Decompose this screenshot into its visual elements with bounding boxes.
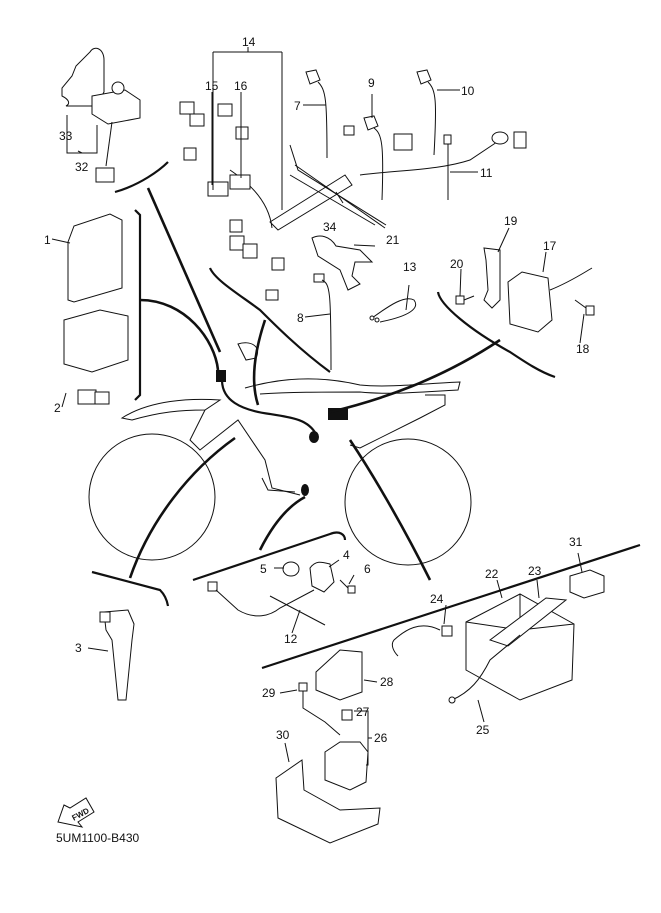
callout-24: 24 <box>430 592 444 606</box>
callout-28: 28 <box>380 675 394 689</box>
part-34-tube <box>289 174 376 226</box>
front-wheel <box>344 438 472 566</box>
callout-23: 23 <box>528 564 542 578</box>
part-20-bolt <box>455 295 475 305</box>
callout-22: 22 <box>485 567 499 581</box>
callout-26: 26 <box>374 731 388 745</box>
callout-20: 20 <box>450 257 464 271</box>
callout-30: 30 <box>276 728 290 742</box>
part-13-lead-wire <box>369 298 416 323</box>
part-5-o-ring <box>282 561 300 577</box>
part-29-bolt <box>298 682 341 736</box>
part-10-cable-tie <box>416 69 437 156</box>
part-24-lead <box>391 625 453 657</box>
part-19-bracket <box>483 247 501 309</box>
part-11-cable-tie <box>359 131 527 200</box>
part-30-cover <box>275 759 381 844</box>
main-harness <box>220 379 317 435</box>
callout-9: 9 <box>368 76 375 90</box>
fwd-arrow: FWD <box>57 797 95 828</box>
callout-21: 21 <box>386 233 400 247</box>
callout-10: 10 <box>461 84 475 98</box>
part-25-lead <box>448 634 521 704</box>
part-8-cable-tie <box>313 273 332 371</box>
connector-blob <box>301 484 309 496</box>
part-26-starter-relay <box>324 741 369 791</box>
callout-3: 3 <box>75 641 82 655</box>
group-brackets <box>91 161 641 670</box>
part-18-bolt <box>574 299 595 316</box>
part-1-cover <box>67 213 123 303</box>
rear-fender <box>120 398 222 421</box>
callout-27: 27 <box>356 705 370 719</box>
part-2-cdi-unit <box>63 309 129 405</box>
callout-25: 25 <box>476 723 490 737</box>
callout-12: 12 <box>284 632 298 646</box>
black-component-a <box>216 370 226 382</box>
seat-tank <box>244 378 461 395</box>
callout-6: 6 <box>364 562 371 576</box>
part-17-rectifier-regulator <box>507 267 593 333</box>
callout-5: 5 <box>260 562 267 576</box>
part-7-cable-tie <box>305 69 328 159</box>
callout-15: 15 <box>205 79 219 93</box>
diagram-code: 5UM1100-B430 <box>56 831 139 845</box>
part-33-bracket <box>61 47 105 107</box>
callout-33: 33 <box>59 129 73 143</box>
part-31-connector <box>569 569 605 599</box>
callout-labels: 14 15 16 33 32 7 9 10 11 34 21 13 8 19 1… <box>44 35 590 745</box>
callout-19: 19 <box>504 214 518 228</box>
part-14-wire-harness <box>179 101 387 301</box>
part-22-battery <box>465 593 575 701</box>
part-32-relay <box>91 81 141 183</box>
part-28-cover <box>315 649 363 701</box>
part-9-cable-tie <box>343 115 413 201</box>
callout-16: 16 <box>234 79 248 93</box>
frame-line <box>189 409 301 496</box>
rear-wheel <box>88 433 216 561</box>
callout-11: 11 <box>480 166 493 180</box>
motorcycle-outline <box>88 342 472 566</box>
callout-34: 34 <box>323 220 337 234</box>
shock-link <box>261 477 296 493</box>
part-12-lead <box>207 581 326 626</box>
part-6-bolt <box>339 579 356 594</box>
callout-18: 18 <box>576 342 590 356</box>
part-23-battery-band <box>488 597 568 647</box>
black-component-c <box>309 431 319 443</box>
part-3-ignition-coil <box>99 609 135 701</box>
callout-13: 13 <box>403 260 417 274</box>
callout-2: 2 <box>54 401 61 415</box>
callout-4: 4 <box>343 548 350 562</box>
part-4-sensor <box>309 561 335 593</box>
callout-7: 7 <box>294 99 301 113</box>
callout-leaders <box>51 47 585 766</box>
callout-29: 29 <box>262 686 276 700</box>
callout-1: 1 <box>44 233 51 247</box>
callout-17: 17 <box>543 239 557 253</box>
callout-8: 8 <box>297 311 304 325</box>
part-27-fuse <box>341 709 353 721</box>
part-21-clamp <box>311 235 374 291</box>
callout-31: 31 <box>569 535 583 549</box>
callout-32: 32 <box>75 160 89 174</box>
callout-14: 14 <box>242 35 256 49</box>
front-number-plate <box>349 394 446 449</box>
